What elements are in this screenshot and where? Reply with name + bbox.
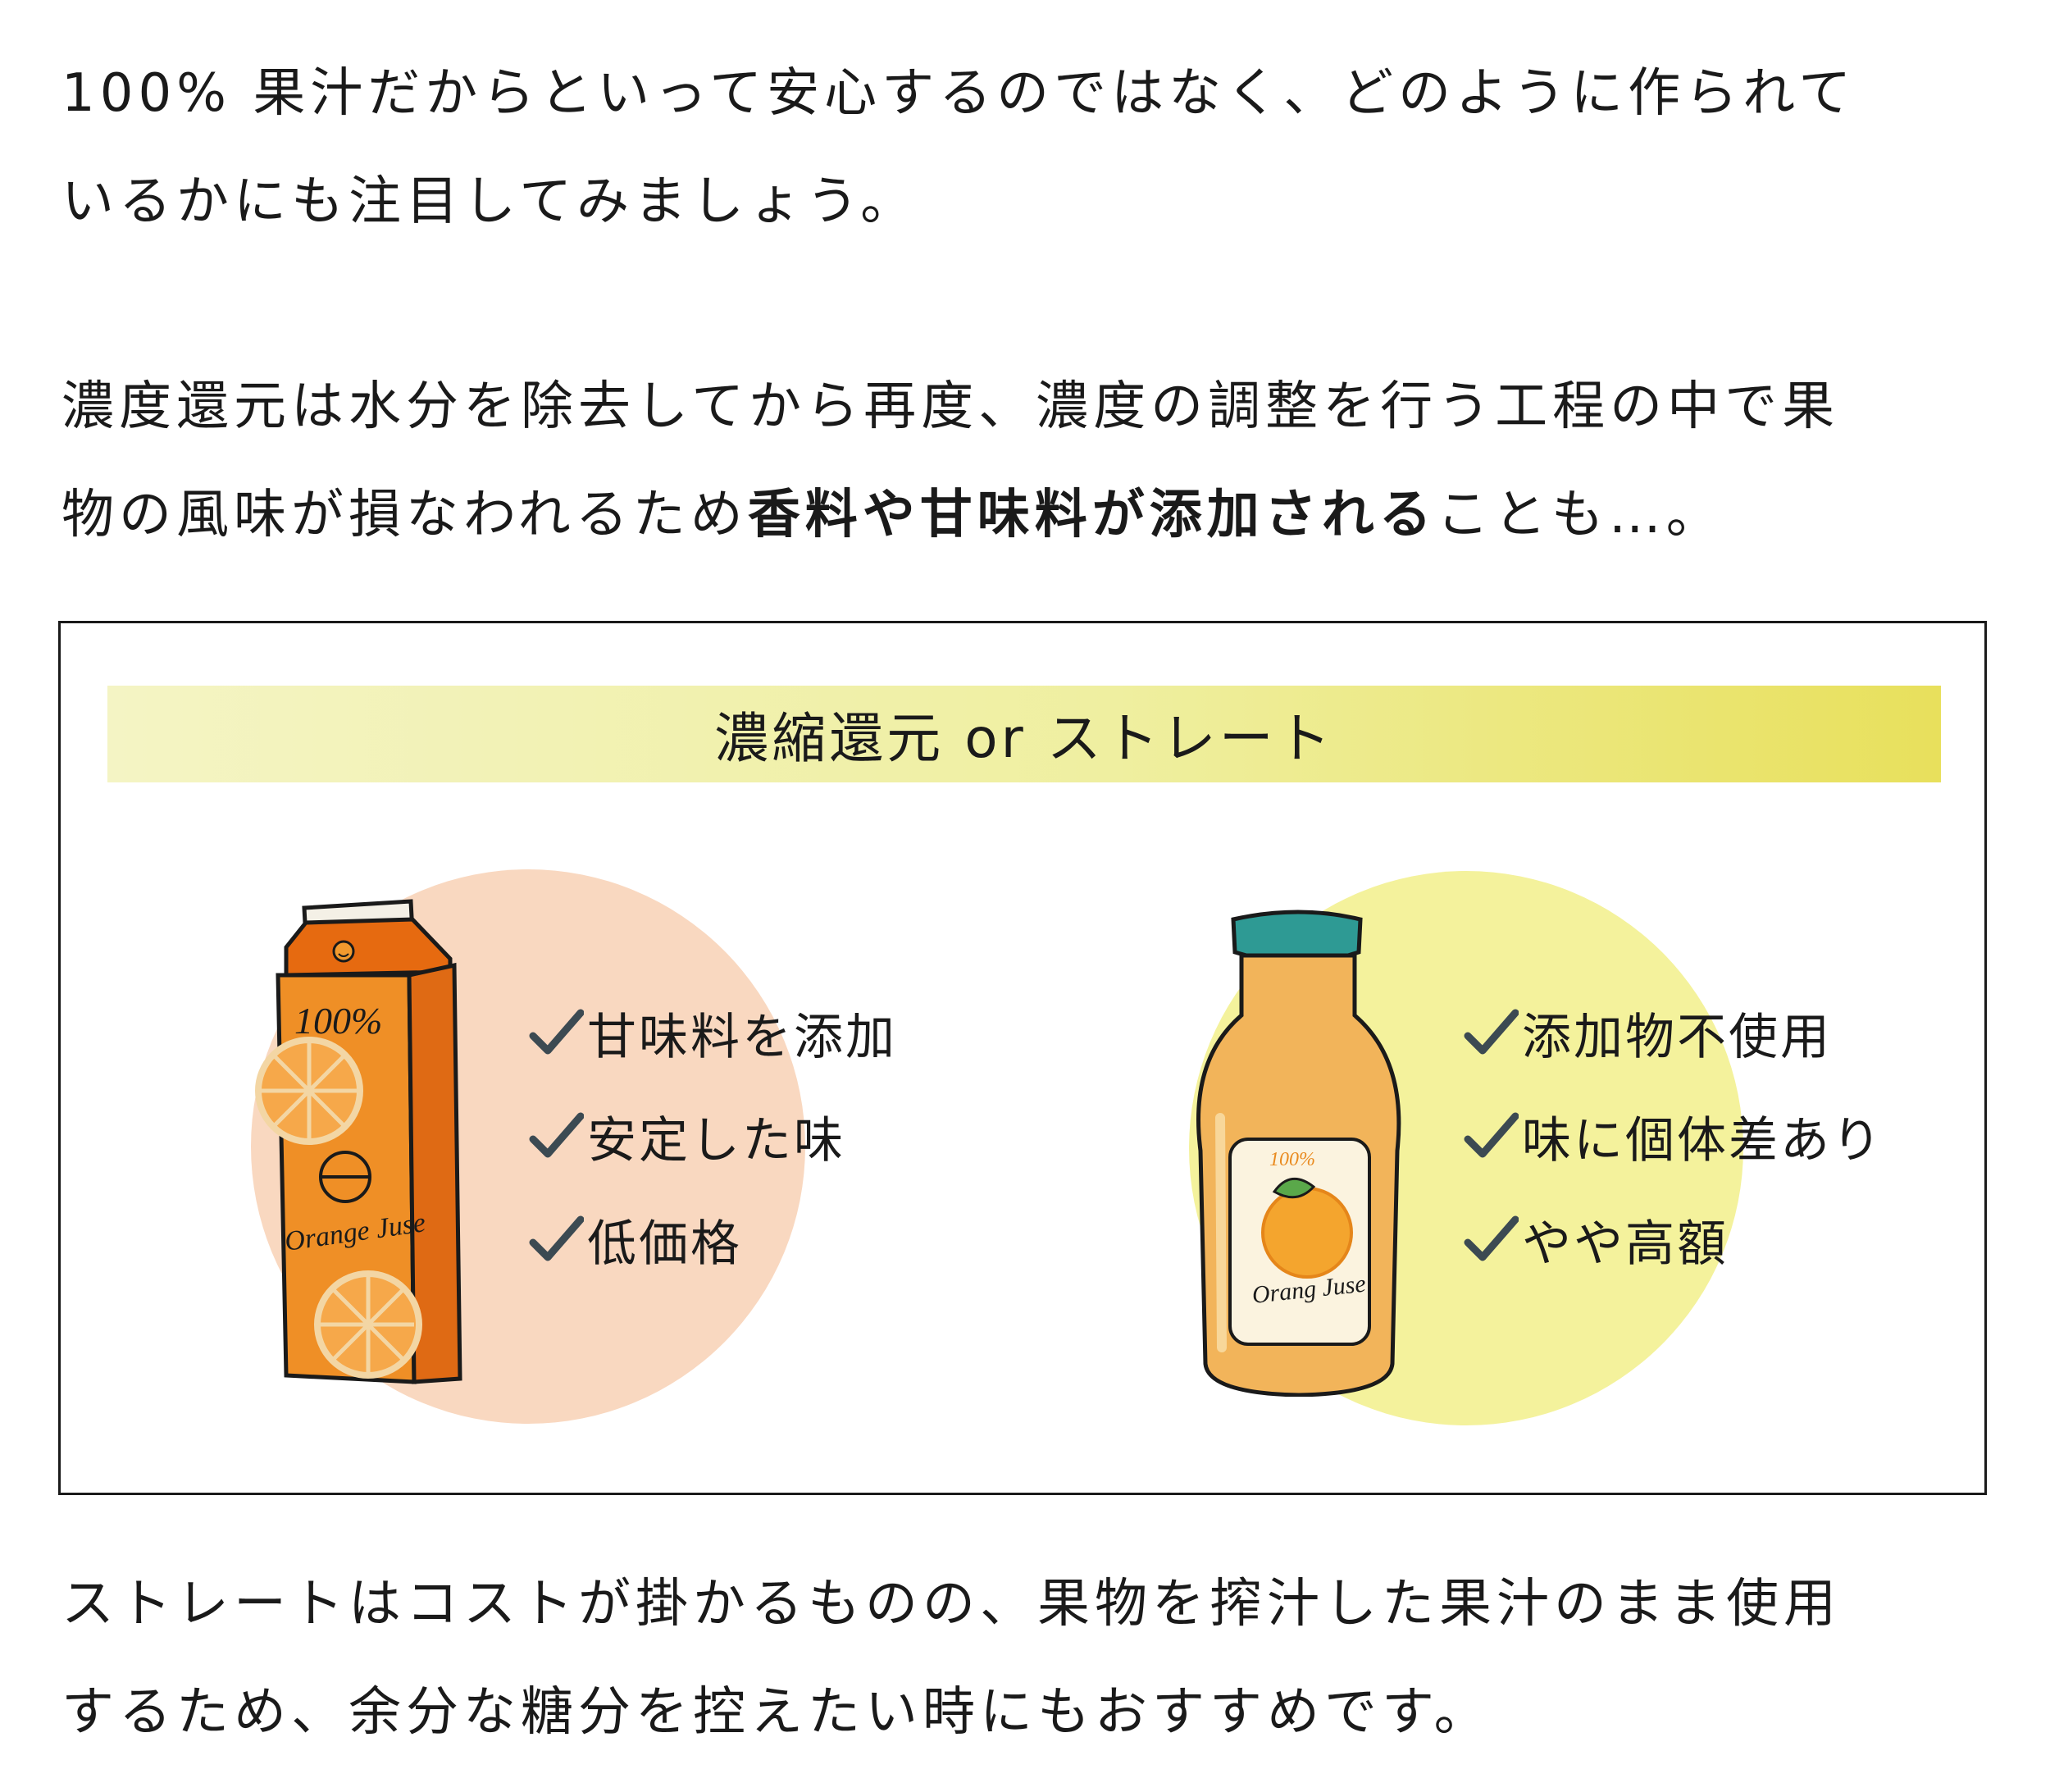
feature-label: 甘味料を添加 bbox=[587, 1008, 897, 1066]
list-item: やや高額 bbox=[1463, 1188, 1884, 1291]
list-item: 添加物不使用 bbox=[1463, 981, 1884, 1084]
feature-label: やや高額 bbox=[1522, 1215, 1729, 1273]
feature-label: 安定した味 bbox=[587, 1111, 845, 1170]
feature-label: 低価格 bbox=[587, 1215, 742, 1273]
concentrate-line-2-prefix: 物の風味が損なわれるため bbox=[61, 485, 748, 545]
comparison-box: 濃縮還元 or ストレート 100% Orange Juse bbox=[58, 621, 1987, 1495]
straight-feature-list: 添加物不使用 味に個体差あり やや高額 bbox=[1463, 981, 1884, 1291]
concentrate-paragraph: 濃度還元は水分を除去してから再度、濃度の調整を行う工程の中で果 物の風味が損なわ… bbox=[61, 353, 2013, 569]
bottle-label-top: 100% bbox=[1269, 1149, 1315, 1170]
intro-line-1: 100% 果汁だからといって安心するのではなく、どのように作られて bbox=[61, 63, 1856, 124]
feature-label: 味に個体差あり bbox=[1522, 1111, 1884, 1170]
concentrate-feature-list: 甘味料を添加 安定した味 低価格 bbox=[528, 981, 897, 1291]
checkmark-icon bbox=[1464, 1009, 1519, 1055]
list-item: 味に個体差あり bbox=[1463, 1084, 1884, 1188]
list-item: 低価格 bbox=[528, 1188, 897, 1291]
intro-line-2: いるかにも注目してみましょう。 bbox=[61, 171, 918, 232]
checkmark-icon bbox=[1464, 1112, 1519, 1158]
comparison-title: 濃縮還元 or ストレート bbox=[107, 686, 1941, 782]
checkmark-icon bbox=[1464, 1215, 1519, 1261]
concentrate-line-1: 濃度還元は水分を除去してから再度、濃度の調整を行う工程の中で果 bbox=[61, 376, 1840, 437]
checkmark-icon bbox=[529, 1112, 584, 1158]
checkmark-icon bbox=[529, 1215, 584, 1261]
feature-label: 添加物不使用 bbox=[1522, 1008, 1832, 1066]
list-item: 安定した味 bbox=[528, 1084, 897, 1188]
straight-line-2: するため、余分な糖分を控えたい時にもおすすめです。 bbox=[61, 1682, 1492, 1743]
concentrate-line-2-emphasis: 香料や甘味料が添加される bbox=[747, 485, 1437, 545]
list-item: 甘味料を添加 bbox=[528, 981, 897, 1084]
straight-paragraph: ストレートはコストが掛かるものの、果物を搾汁した果汁のまま使用 するため、余分な… bbox=[61, 1550, 2013, 1767]
juice-bottle-icon: 100% Orang Juse bbox=[1196, 910, 1401, 1397]
carton-label-top: 100% bbox=[294, 1000, 382, 1042]
intro-paragraph: 100% 果汁だからといって安心するのではなく、どのように作られて いるかにも注… bbox=[61, 39, 2013, 256]
straight-line-1: ストレートはコストが掛かるものの、果物を搾汁した果汁のまま使用 bbox=[61, 1574, 1841, 1635]
juice-carton-icon: 100% Orange Juse bbox=[255, 899, 462, 1384]
concentrate-line-2: 物の風味が損なわれるため香料や甘味料が添加されることも…。 bbox=[61, 461, 2013, 569]
checkmark-icon bbox=[529, 1009, 584, 1055]
concentrate-line-2-suffix: ことも…。 bbox=[1436, 485, 1724, 545]
